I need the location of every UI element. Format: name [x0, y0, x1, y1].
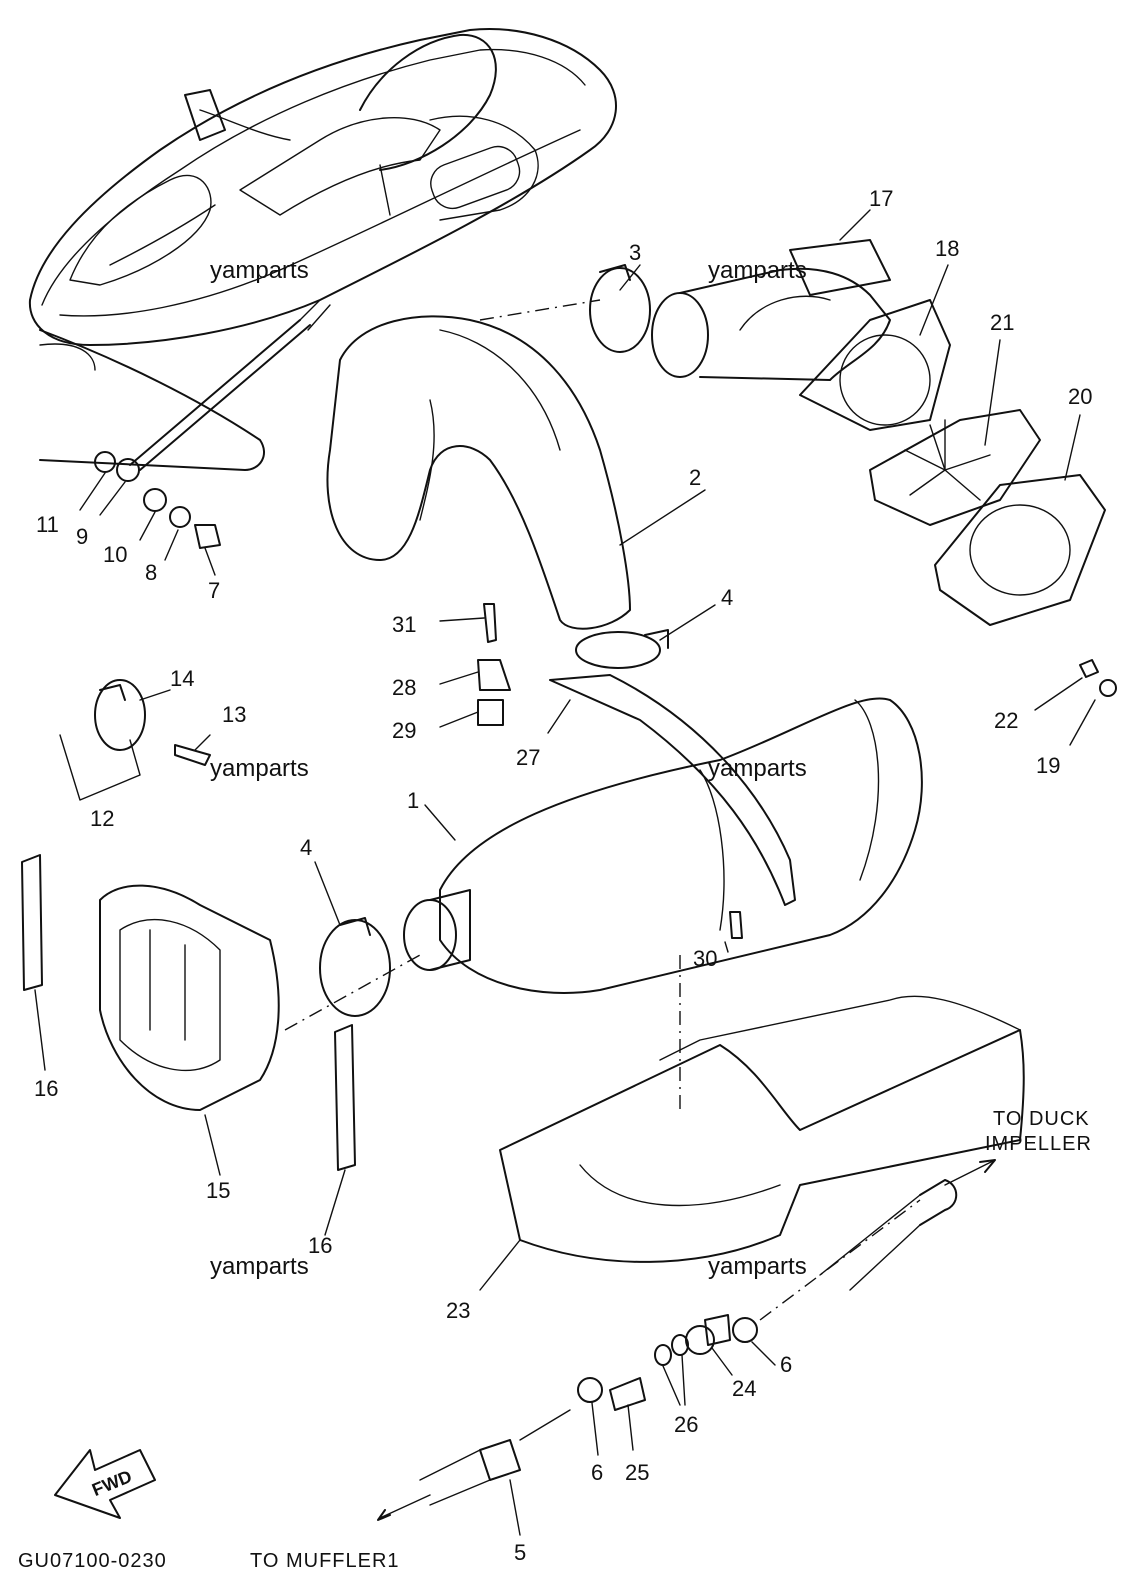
part-label-30: 30 — [693, 946, 717, 971]
exhaust-pipe-2 — [326, 299, 631, 630]
part-label-12: 12 — [90, 806, 114, 831]
drawing-code: GU07100-0230 — [18, 1550, 167, 1572]
to-duck-label: TO DUCK — [993, 1108, 1090, 1130]
boot-and-spacers — [21, 854, 421, 1171]
part-label-20: 20 — [1068, 384, 1092, 409]
joint-assembly-17-22 — [651, 239, 1117, 697]
part-label-11: 11 — [36, 512, 59, 537]
part-label-15: 15 — [206, 1178, 230, 1203]
watermark-text: yamparts — [708, 755, 807, 782]
part-label-21: 21 — [990, 310, 1014, 335]
part-label-25: 25 — [625, 1460, 649, 1485]
watermark-text: yamparts — [210, 755, 309, 782]
watermark-text: yamparts — [210, 257, 309, 284]
part-label-10: 10 — [103, 542, 127, 567]
part-label-6: 6 — [591, 1460, 603, 1485]
part-label-24: 24 — [732, 1376, 756, 1401]
hose-fittings — [377, 1159, 996, 1521]
part-label-9: 9 — [76, 524, 88, 549]
part-label-18: 18 — [935, 236, 959, 261]
part-label-17: 17 — [869, 186, 893, 211]
muffler-1 — [403, 697, 923, 994]
clamp-group-12-14 — [59, 679, 211, 801]
part-label-29: 29 — [392, 718, 416, 743]
part-label-28: 28 — [392, 675, 416, 700]
part-label-8: 8 — [145, 560, 157, 585]
watercraft-illustration — [28, 28, 617, 471]
part-label-16: 16 — [308, 1233, 332, 1258]
fwd-label: FWD — [89, 1466, 134, 1500]
part-label-6: 6 — [780, 1352, 792, 1377]
hose-clamps — [319, 264, 669, 1017]
watermark-text: yamparts — [708, 257, 807, 284]
part-label-3: 3 — [629, 240, 641, 265]
part-label-14: 14 — [170, 666, 194, 691]
part-label-4: 4 — [721, 585, 733, 610]
watermark-text: yamparts — [210, 1253, 309, 1280]
muffler-tray-23 — [499, 955, 1025, 1263]
part-label-5: 5 — [514, 1540, 526, 1565]
impeller-label: IMPELLER — [985, 1133, 1092, 1155]
part-label-16: 16 — [34, 1076, 58, 1101]
to-muffler-label: TO MUFFLER1 — [250, 1550, 400, 1572]
part-label-13: 13 — [222, 702, 246, 727]
part-label-4: 4 — [300, 835, 312, 860]
part-label-2: 2 — [689, 465, 701, 490]
fwd-arrow-icon — [54, 1449, 156, 1519]
part-label-22: 22 — [994, 708, 1018, 733]
part-label-27: 27 — [516, 745, 540, 770]
watermark-text: yamparts — [708, 1253, 807, 1280]
fitting-group-7-11 — [39, 329, 265, 549]
part-label-31: 31 — [392, 612, 416, 637]
part-label-1: 1 — [407, 788, 419, 813]
part-labels: 1 2 3 4 4 5 6 6 7 8 9 10 11 12 13 14 15 … — [34, 186, 1092, 1565]
part-label-7: 7 — [208, 578, 220, 603]
part-label-23: 23 — [446, 1298, 470, 1323]
annotations: TO DUCK IMPELLER TO MUFFLER1 FWD GU07100… — [18, 1108, 1092, 1572]
watermarks: yamparts yamparts yamparts yamparts yamp… — [210, 257, 807, 1280]
leader-lines — [34, 209, 1096, 1536]
part-label-19: 19 — [1036, 753, 1060, 778]
part-label-26: 26 — [674, 1412, 698, 1437]
